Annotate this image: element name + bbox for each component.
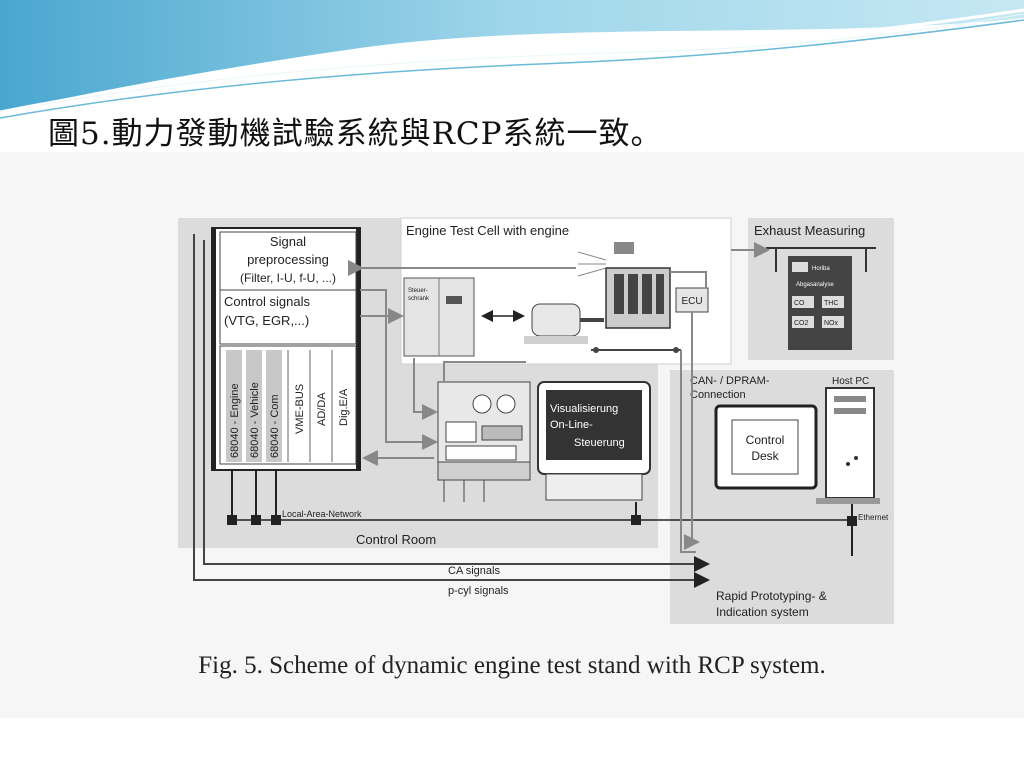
module-engine: 68040 - Engine [229,383,241,458]
header-wave-decoration [0,0,1024,119]
pcyl-signal-line [203,240,710,572]
control-desk-line-2: Desk [751,449,779,463]
dynamometer [531,303,581,337]
control-signals-line-2: (VTG, EGR,...) [224,313,309,328]
host-pc-tower [825,387,875,499]
module-vme-bus: VME-BUS [294,384,306,434]
visualization-line-2: On-Line- [550,419,593,431]
exhaust-analyzer-label: Abgasanalyse [796,282,834,288]
engine-test-cell-label: Engine Test Cell with engine [406,223,569,238]
exhaust-row1-b: THC [824,300,838,307]
control-signals-line-1: Control signals [224,294,310,309]
control-desk-line-1: Control [746,433,785,447]
visualization-line-1: Visualisierung [550,403,618,415]
slide-title: 圖5.動力發動機試驗系統與RCP系統一致。 [48,116,663,152]
ethernet-label: Ethernet [858,513,889,522]
console-to-cell-arrow [443,361,526,382]
cell-to-console-arrow [413,358,438,420]
ca-signals-label: CA signals [448,565,500,577]
rcp-line-1: Rapid Prototyping- & [716,589,827,603]
cabinet-label-line-1: Steuer- [408,288,428,294]
module-vehicle: 68040 - Vehicle [249,382,261,458]
module-dig-ea: Dig.E/A [338,388,350,426]
engine-test-stand-diagram: Signal preprocessing (Filter, I-U, f-U, … [178,217,894,624]
rack-to-console-arrow [360,289,438,450]
can-connection-line-2: Connection [690,389,746,401]
ecu-to-rcp-arrow [684,312,700,550]
exhaust-badge: Horiba [812,266,830,272]
control-signals-box [219,289,357,345]
control-room-label: Control Room [356,532,436,547]
exhaust-row2-b: NOx [824,320,839,327]
signal-preprocessing-line-2: preprocessing [247,252,329,267]
ecu-label: ECU [681,296,702,307]
lan-label: Local-Area-Network [282,509,362,519]
signal-preprocessing-line-1: Signal [270,234,306,249]
exhaust-row1-a: CO [794,300,805,307]
cabinet-label-line-2: schrank [408,296,430,302]
figure-caption: Fig. 5. Scheme of dynamic engine test st… [198,652,826,679]
signal-preprocessing-box [219,231,357,291]
cell-to-rcp-arrow [680,350,696,553]
can-connection-line-1: CAN- / DPRAM- [690,375,770,387]
exhaust-row2-a: CO2 [794,320,809,327]
visualization-line-3: Steuerung [574,437,625,449]
module-com: 68040 - Com [269,394,281,458]
module-ad-da: AD/DA [316,392,328,426]
exhaust-label: Exhaust Measuring [754,223,865,238]
pcyl-signals-label: p-cyl signals [448,585,509,597]
host-pc-label: Host PC [832,376,869,387]
signal-preprocessing-line-3: (Filter, I-U, f-U, ...) [240,271,336,285]
rcp-line-2: Indication system [716,605,809,619]
ca-signal-line [193,234,710,588]
